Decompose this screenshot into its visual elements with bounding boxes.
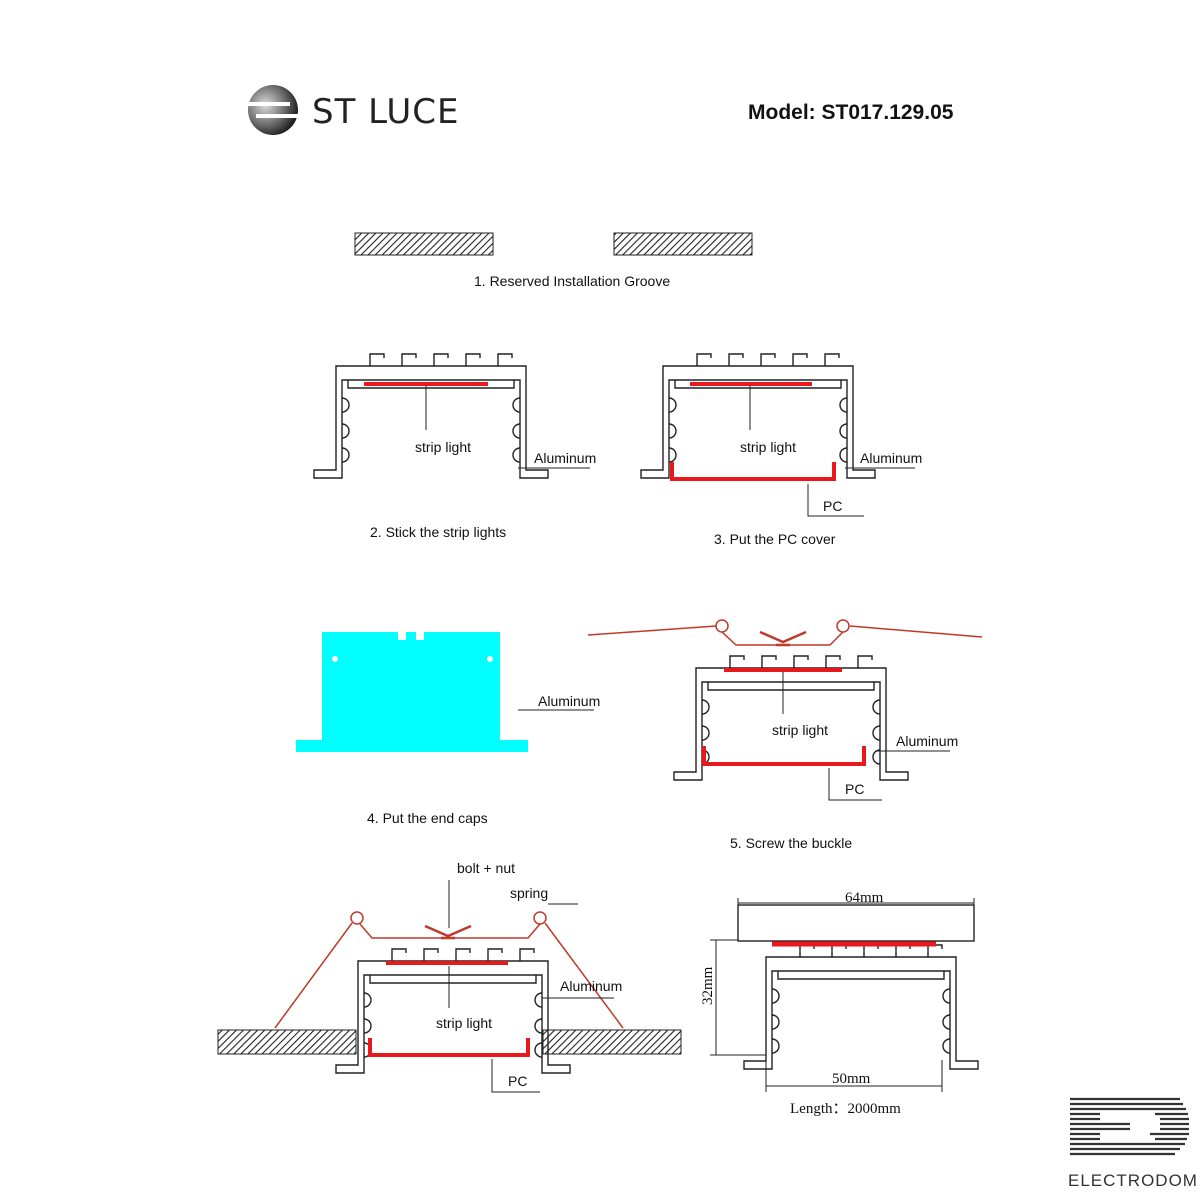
- pc-label: PC: [508, 1073, 527, 1089]
- pc-cover: [368, 1038, 530, 1057]
- step-3-caption: 3. Put the PC cover: [714, 531, 836, 547]
- aluminum-label: Aluminum: [560, 978, 622, 994]
- step-5-buckle: strip light Aluminum PC 5. Screw the buc…: [587, 619, 983, 851]
- model-number: Model: ST017.129.05: [748, 101, 954, 124]
- aluminum-profile: [743, 944, 979, 1070]
- pc-label: PC: [845, 781, 864, 797]
- electrodom-name: ELECTRODOM: [1068, 1171, 1198, 1190]
- step-1-caption: 1. Reserved Installation Groove: [474, 273, 670, 289]
- aluminum-profile: [313, 353, 549, 479]
- brand-name: ST LUCE: [312, 92, 460, 132]
- end-cap: [296, 632, 528, 752]
- strip-light-label: strip light: [772, 722, 828, 738]
- dim-height: 32mm: [700, 966, 716, 1005]
- electrodom-logo-icon: [1070, 1097, 1189, 1156]
- cap-outline: [737, 904, 975, 942]
- dimension-drawing: 64mm 32mm 50mm Length：2000mm: [700, 890, 979, 1117]
- aluminum-profile: [673, 655, 909, 781]
- step-2-caption: 2. Stick the strip lights: [370, 524, 506, 540]
- electrodom-watermark: ELECTRODOM: [1068, 1097, 1198, 1190]
- step-1-groove: 1. Reserved Installation Groove: [354, 232, 753, 289]
- groove-right: [613, 232, 753, 256]
- pc-cover: [702, 746, 866, 766]
- pc-cover: [670, 462, 836, 481]
- aluminum-label: Aluminum: [896, 733, 958, 749]
- bolt-nut-label: bolt + nut: [457, 860, 515, 876]
- st-luce-logo: ST LUCE: [248, 85, 460, 135]
- step-3-pc-cover: strip light Aluminum PC 3. Put the PC co…: [640, 353, 922, 547]
- groove-left: [217, 1029, 357, 1055]
- logo-mark-icon: [248, 85, 298, 135]
- step-6-installed: bolt + nut spring Aluminum strip light P…: [217, 860, 682, 1093]
- aluminum-profile: [640, 353, 876, 479]
- aluminum-label: Aluminum: [860, 450, 922, 466]
- step-5-caption: 5. Screw the buckle: [730, 835, 852, 851]
- dim-length: Length：2000mm: [790, 1101, 901, 1117]
- groove-left: [354, 232, 494, 256]
- strip-light-label: strip light: [415, 439, 471, 455]
- strip-light-label: strip light: [436, 1015, 492, 1031]
- groove-right: [542, 1029, 682, 1055]
- strip-light-label: strip light: [740, 439, 796, 455]
- aluminum-label: Aluminum: [534, 450, 596, 466]
- spring-label: spring: [510, 885, 548, 901]
- buckle: [587, 619, 983, 647]
- aluminum-label: Aluminum: [538, 693, 600, 709]
- spring-buckle: [274, 911, 624, 1029]
- step-2-strip: strip light Aluminum 2. Stick the strip …: [313, 353, 596, 540]
- step-4-end-caps: Aluminum 4. Put the end caps: [296, 632, 600, 826]
- step-4-caption: 4. Put the end caps: [367, 810, 488, 826]
- dim-width-top: 64mm: [845, 890, 884, 906]
- dim-width-bottom: 50mm: [832, 1071, 871, 1087]
- pc-label: PC: [823, 498, 842, 514]
